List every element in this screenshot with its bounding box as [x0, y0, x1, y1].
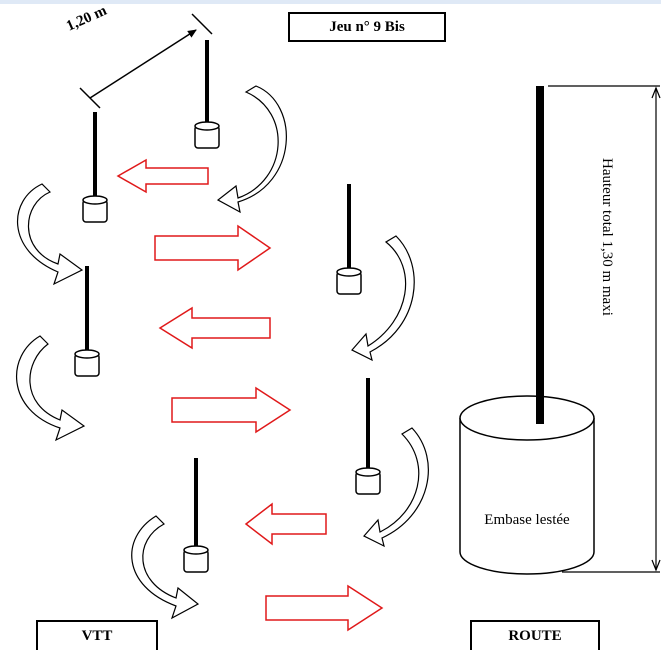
base-label: Embase lestée — [484, 512, 570, 528]
pole-marker — [183, 458, 209, 573]
red-arrow-left — [158, 306, 271, 350]
route-label: ROUTE — [470, 620, 600, 650]
pole-marker — [82, 112, 108, 223]
pole-marker — [74, 266, 100, 377]
pole-marker — [355, 378, 381, 495]
curved-arrow — [131, 515, 200, 620]
red-arrow-right — [154, 224, 272, 272]
curved-arrow — [363, 427, 429, 548]
pole-marker — [194, 40, 220, 149]
weighted-base-pole — [459, 86, 595, 575]
curved-arrow — [351, 235, 415, 362]
vtt-label: VTT — [36, 620, 158, 650]
red-arrow-right — [171, 386, 292, 434]
top-edge-strip — [0, 0, 661, 4]
game-title: Jeu n° 9 Bis — [288, 12, 446, 42]
red-arrow-right — [265, 584, 384, 632]
height-label: Hauteur total 1,30 m maxi — [599, 158, 615, 316]
curved-arrow — [16, 335, 86, 442]
curved-arrow — [216, 85, 287, 214]
height-dimension — [548, 85, 661, 573]
spacing-dimension — [79, 13, 213, 109]
red-arrow-left — [244, 502, 327, 546]
curved-arrow — [16, 183, 84, 286]
red-arrow-left — [116, 158, 209, 194]
pole-marker — [336, 184, 362, 295]
